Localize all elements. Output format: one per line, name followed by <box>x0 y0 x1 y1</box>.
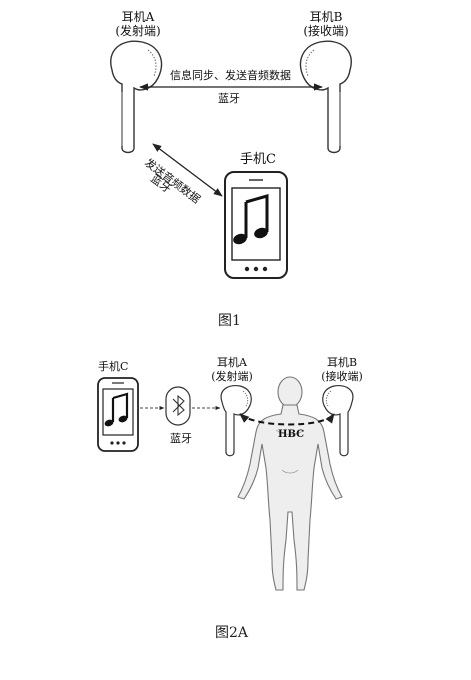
fig2-hbc-label: HBC <box>278 429 305 440</box>
fig2-hbc-dashed-arc <box>239 413 335 426</box>
fig2-earbud-a-name: 耳机A <box>217 356 247 369</box>
fig2-bluetooth-label: 蓝牙 <box>170 432 192 445</box>
fig2-earbud-a-role: (发射端) <box>211 370 253 383</box>
fig1-earbud-b-role: (接收端) <box>303 24 349 38</box>
fig1-link-ca-arrow <box>152 143 223 197</box>
fig1-phone-name: 手机C <box>240 152 276 167</box>
fig2-phone-icon <box>97 377 139 452</box>
fig1-earbud-a-icon <box>110 40 163 154</box>
fig2-earbud-b-name: 耳机B <box>326 356 358 369</box>
fig1-earbud-a-name: 耳机A <box>121 10 155 24</box>
fig1-earbud-b-name: 耳机B <box>309 10 343 24</box>
fig1-phone-icon <box>224 171 288 279</box>
fig1-earbud-b-icon <box>299 40 352 154</box>
fig2a-caption: 图2A <box>215 625 249 641</box>
fig1-caption: 图1 <box>218 313 241 329</box>
fig2-bluetooth-icon <box>165 386 191 426</box>
fig2-phone-name: 手机C <box>98 360 129 373</box>
fig2-earbud-a-icon <box>220 385 252 457</box>
fig1-earbud-a-role: (发射端) <box>115 24 161 38</box>
fig2-human-body-figure <box>237 376 343 591</box>
fig1-music-note-icon <box>233 194 269 245</box>
fig1-link-ab-label: 信息同步、发送音频数据 <box>170 69 291 82</box>
fig1-link-ab-bt-label: 蓝牙 <box>218 92 240 105</box>
fig2-earbud-b-role: (接收端) <box>321 370 363 383</box>
fig2-music-note-icon <box>104 392 129 427</box>
fig2-earbud-b-icon <box>322 385 354 457</box>
